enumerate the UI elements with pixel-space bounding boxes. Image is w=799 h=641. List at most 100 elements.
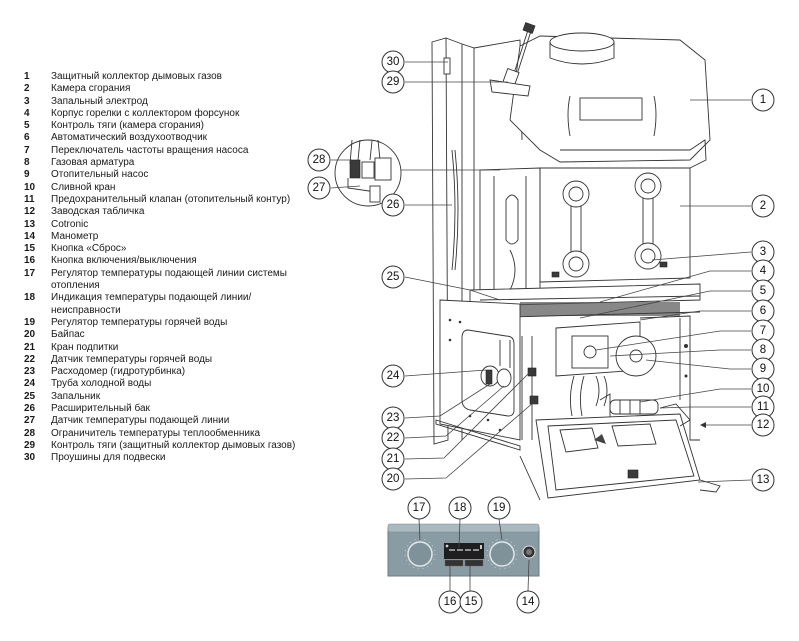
svg-text:22: 22 xyxy=(387,432,400,444)
svg-text:5: 5 xyxy=(760,285,766,297)
legend-label: Кнопка «Сброс» xyxy=(51,243,127,255)
callout-22: 22 xyxy=(381,426,405,450)
combustion-chamber xyxy=(539,167,691,283)
callout-8: 8 xyxy=(751,338,775,362)
hanging-lug xyxy=(443,57,451,75)
legend-label: Труба холодной воды xyxy=(51,378,152,390)
callout-6: 6 xyxy=(751,299,775,323)
reset-button[interactable] xyxy=(464,559,484,567)
svg-text:23: 23 xyxy=(387,412,400,424)
flow-temp-knob[interactable] xyxy=(404,538,436,570)
callout-25: 25 xyxy=(381,265,405,289)
legend-item: 23 Расходомер (гидротурбинка) xyxy=(22,366,302,378)
svg-text:12: 12 xyxy=(757,419,770,431)
svg-text:6: 6 xyxy=(760,305,766,317)
legend-number: 23 xyxy=(24,366,36,378)
legend-number: 4 xyxy=(24,107,30,119)
legend-number: 30 xyxy=(24,452,36,464)
legend-label: Расходомер (гидротурбинка) xyxy=(51,366,186,378)
callout-28: 28 xyxy=(307,148,331,172)
legend-number: 7 xyxy=(24,144,30,156)
control-panel xyxy=(387,523,540,577)
legend-number: 25 xyxy=(24,390,36,402)
svg-text:27: 27 xyxy=(313,182,326,194)
callout-30: 30 xyxy=(381,50,405,74)
legend-item: 8 Газовая арматура xyxy=(22,157,302,169)
legend-item: 10 Сливной кран xyxy=(22,182,302,194)
svg-text:13: 13 xyxy=(757,474,770,486)
legend-number: 16 xyxy=(24,255,36,267)
callout-15: 15 xyxy=(459,590,483,614)
callout-10: 10 xyxy=(751,377,775,401)
legend-item: 22 Датчик температуры горячей воды xyxy=(22,354,302,366)
callout-17: 17 xyxy=(407,496,431,520)
legend-label: Предохранительный клапан (отопительный к… xyxy=(51,193,291,205)
callout-20: 20 xyxy=(381,467,405,491)
legend-label: Камера сгорания xyxy=(51,83,131,95)
legend-number: 11 xyxy=(24,193,35,205)
legend-label: Переключатель частоты вращения насоса xyxy=(51,144,249,156)
legend-number: 26 xyxy=(24,403,36,415)
legend-number: 22 xyxy=(24,353,36,365)
legend-number: 6 xyxy=(24,132,30,144)
svg-text:3: 3 xyxy=(760,246,766,258)
callout-9: 9 xyxy=(751,357,775,381)
legend-label: Датчик температуры горячей воды xyxy=(51,353,213,365)
legend-number: 19 xyxy=(24,316,36,328)
svg-text:20: 20 xyxy=(387,473,400,485)
svg-text:21: 21 xyxy=(387,453,400,465)
callout-26: 26 xyxy=(381,193,405,217)
legend-label: Запальник xyxy=(51,390,101,402)
legend-label: Байпас xyxy=(51,329,85,341)
leader-lines xyxy=(330,61,752,592)
legend-label: Запальный электрод xyxy=(51,95,148,107)
legend-label: Ограничитель температуры теплообменника xyxy=(51,427,261,439)
legend-label: Сливной кран xyxy=(51,181,116,193)
svg-text:10: 10 xyxy=(757,383,770,395)
svg-text:16: 16 xyxy=(444,596,457,608)
legend-label: Защитный коллектор дымовых газов xyxy=(51,71,222,82)
svg-text:29: 29 xyxy=(387,76,400,88)
legend-number: 8 xyxy=(24,157,30,169)
legend-label: Заводская табличка xyxy=(51,206,145,218)
power-button[interactable] xyxy=(444,559,464,567)
callout-21: 21 xyxy=(381,447,405,471)
callout-13: 13 xyxy=(751,468,775,492)
svg-text:15: 15 xyxy=(465,596,478,608)
svg-text:19: 19 xyxy=(493,502,506,514)
svg-text:18: 18 xyxy=(454,502,467,514)
callouts: 30 29 28 27 26 25 24 23 22 21 20 1 2 3 4… xyxy=(307,50,775,614)
legend-number: 20 xyxy=(24,329,36,341)
legend-item: 2 Камера сгорания xyxy=(22,83,302,95)
callout-4: 4 xyxy=(751,259,775,283)
callout-23: 23 xyxy=(381,406,405,430)
callout-27: 27 xyxy=(307,176,331,200)
callout-14: 14 xyxy=(516,590,540,614)
callout-12: 12 xyxy=(751,413,775,437)
legend-label: Корпус горелки с коллектором форсунок xyxy=(51,107,240,119)
callout-29: 29 xyxy=(381,70,405,94)
svg-text:9: 9 xyxy=(760,363,766,375)
svg-text:17: 17 xyxy=(413,502,426,514)
legend-label: Газовая арматура xyxy=(51,157,135,169)
callout-24: 24 xyxy=(381,364,405,388)
legend-number: 18 xyxy=(24,292,36,304)
legend-number: 17 xyxy=(24,267,36,279)
legend-number: 29 xyxy=(24,439,36,451)
legend-label: Датчик температуры подающей линии xyxy=(51,415,230,427)
callout-1: 1 xyxy=(751,88,775,112)
legend-label: Расширительный бак xyxy=(51,403,150,415)
legend-number: 9 xyxy=(24,169,30,181)
legend-number: 2 xyxy=(24,83,30,95)
legend-number: 10 xyxy=(24,181,36,193)
svg-text:2: 2 xyxy=(760,200,766,212)
callout-2: 2 xyxy=(751,194,775,218)
